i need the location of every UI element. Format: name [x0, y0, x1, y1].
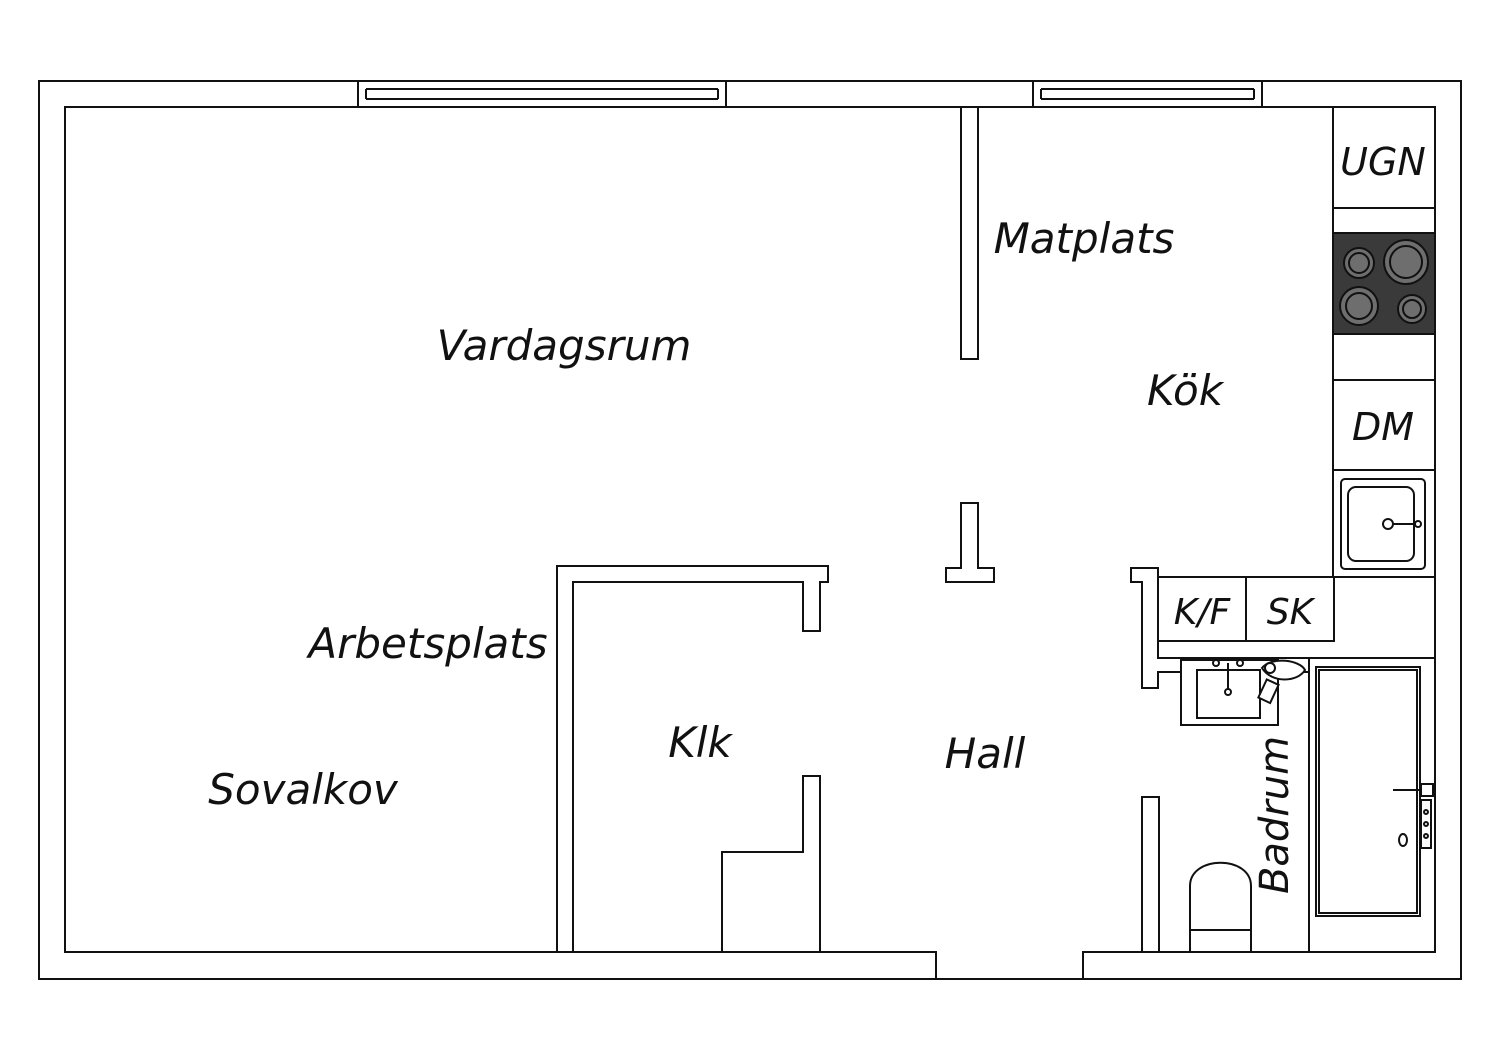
- label-arbetsplats: Arbetsplats: [305, 619, 547, 668]
- wall-bath-lower: [1141, 796, 1160, 953]
- label-ugn: UGN: [1340, 140, 1426, 184]
- window-right: [1032, 80, 1263, 108]
- wall-living-kitchen-upper: [960, 106, 979, 360]
- windows: [357, 80, 1263, 108]
- walls: [38, 80, 1462, 980]
- wall-closet: [556, 565, 829, 953]
- toilet: [1189, 861, 1252, 953]
- label-dm: DM: [1352, 405, 1414, 449]
- wall-closet-lower: [721, 775, 821, 953]
- label-sovalkov: Sovalkov: [208, 765, 399, 814]
- window-left: [357, 80, 727, 108]
- label-kf: K/F: [1174, 592, 1232, 633]
- label-vardagsrum: Vardagsrum: [437, 321, 692, 370]
- label-kok: Kök: [1147, 366, 1225, 415]
- kitchen-counter: [1332, 106, 1436, 578]
- hob-burners: [1339, 239, 1429, 326]
- wall-hall-stub: [945, 502, 995, 583]
- label-matplats: Matplats: [994, 214, 1175, 263]
- appliance-labels: UGN DM K/F SK: [1174, 140, 1426, 633]
- kitchen-sink: [1340, 478, 1426, 570]
- label-sk: SK: [1267, 592, 1316, 633]
- bathroom-fixtures: [1180, 657, 1436, 953]
- label-klk: Klk: [668, 718, 733, 767]
- room-labels: Vardagsrum Matplats Kök Arbetsplats Sova…: [208, 214, 1298, 894]
- label-badrum: Badrum: [1252, 736, 1298, 894]
- label-hall: Hall: [945, 729, 1026, 778]
- outer-wall: [38, 80, 1462, 980]
- fridge-closet: [1157, 576, 1335, 642]
